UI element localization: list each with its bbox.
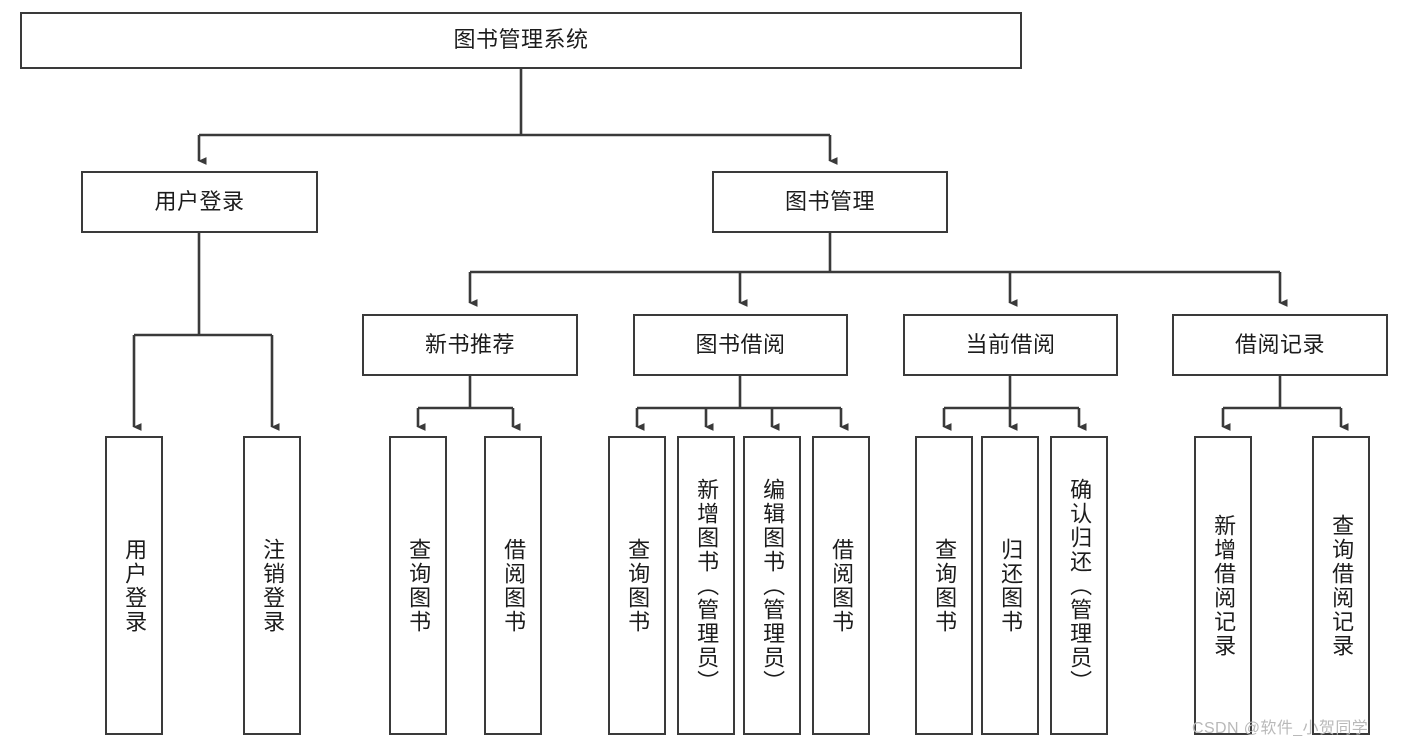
node-label: 查询图书 bbox=[932, 537, 958, 634]
node-new-book-recommend[interactable]: 新书推荐 bbox=[362, 314, 578, 376]
csdn-watermark: CSDN @软件_小贺同学 bbox=[1192, 720, 1369, 737]
node-root-book-management-system[interactable]: 图书管理系统 bbox=[20, 12, 1022, 69]
leaf-user-login-logout[interactable]: 注销登录 bbox=[243, 436, 301, 735]
node-label: 新书推荐 bbox=[424, 331, 515, 357]
node-label: 借阅图书 bbox=[829, 537, 855, 634]
node-label: 确认归还（管理员） bbox=[1067, 477, 1093, 694]
leaf-user-login-login[interactable]: 用户登录 bbox=[105, 436, 163, 735]
node-label: 借阅记录 bbox=[1234, 331, 1325, 357]
node-label: 查询借阅记录 bbox=[1329, 513, 1355, 658]
node-label: 新增借阅记录 bbox=[1211, 513, 1237, 658]
node-label: 当前借阅 bbox=[965, 331, 1056, 357]
node-label: 查询图书 bbox=[406, 537, 432, 634]
node-label: 查询图书 bbox=[625, 537, 651, 634]
node-label: 图书管理系统 bbox=[453, 27, 589, 53]
leaf-new-book-borrow-book[interactable]: 借阅图书 bbox=[484, 436, 542, 735]
node-label: 借阅图书 bbox=[501, 537, 527, 634]
node-label: 图书借阅 bbox=[695, 331, 786, 357]
leaf-new-book-query-book[interactable]: 查询图书 bbox=[389, 436, 447, 735]
leaf-borrow-add-book-admin[interactable]: 新增图书（管理员） bbox=[677, 436, 735, 735]
node-borrow-record[interactable]: 借阅记录 bbox=[1172, 314, 1388, 376]
node-label: 用户登录 bbox=[122, 537, 148, 634]
leaf-current-return-book[interactable]: 归还图书 bbox=[981, 436, 1039, 735]
node-label: 注销登录 bbox=[260, 537, 286, 634]
node-user-login[interactable]: 用户登录 bbox=[81, 171, 318, 233]
leaf-record-add-borrow-record[interactable]: 新增借阅记录 bbox=[1194, 436, 1252, 735]
leaf-borrow-query-book[interactable]: 查询图书 bbox=[608, 436, 666, 735]
node-current-borrow[interactable]: 当前借阅 bbox=[903, 314, 1118, 376]
node-label: 图书管理 bbox=[784, 188, 875, 214]
node-label: 归还图书 bbox=[998, 537, 1024, 634]
node-book-borrow[interactable]: 图书借阅 bbox=[633, 314, 848, 376]
leaf-borrow-borrow-book[interactable]: 借阅图书 bbox=[812, 436, 870, 735]
node-label: 新增图书（管理员） bbox=[694, 477, 720, 694]
leaf-record-query-borrow-record[interactable]: 查询借阅记录 bbox=[1312, 436, 1370, 735]
node-label: 用户登录 bbox=[154, 188, 245, 214]
leaf-current-query-book[interactable]: 查询图书 bbox=[915, 436, 973, 735]
leaf-current-confirm-return-admin[interactable]: 确认归还（管理员） bbox=[1050, 436, 1108, 735]
leaf-borrow-edit-book-admin[interactable]: 编辑图书（管理员） bbox=[743, 436, 801, 735]
node-label: 编辑图书（管理员） bbox=[760, 477, 786, 694]
node-book-management[interactable]: 图书管理 bbox=[712, 171, 948, 233]
